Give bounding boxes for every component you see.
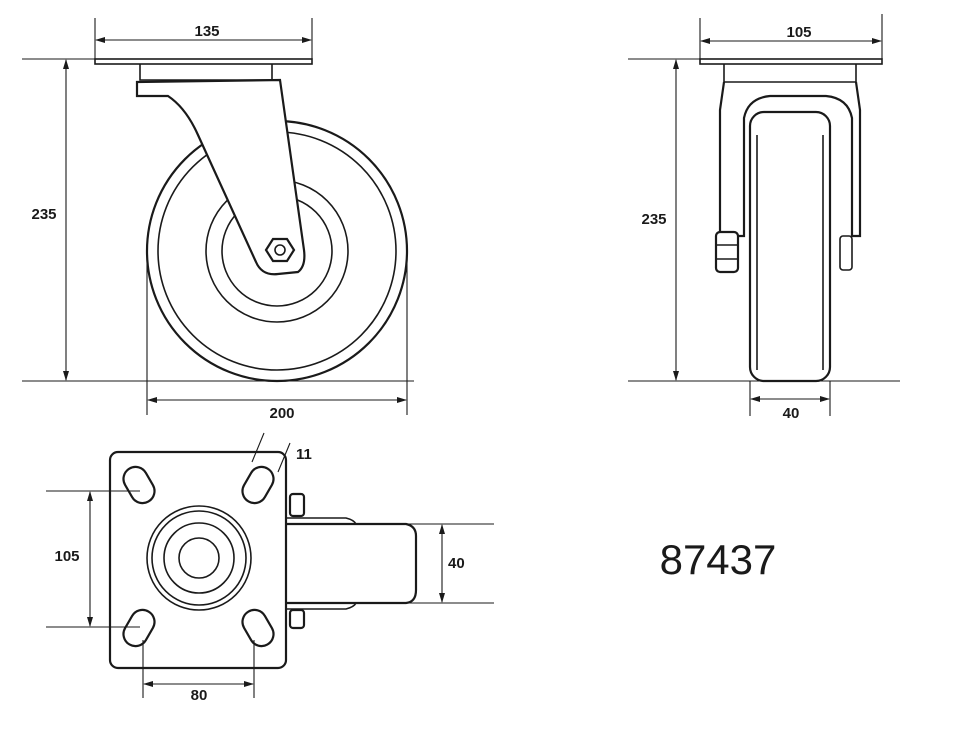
front-wheel [748, 110, 832, 383]
top-slot-top-right [241, 465, 275, 505]
top-mounting-plate [108, 450, 288, 670]
dim-front-height: 235 [641, 211, 666, 228]
front-view: 105 235 40 [628, 14, 900, 422]
top-slot-bottom-left [122, 608, 156, 648]
front-top-plate [699, 58, 883, 65]
dim-top-wheel-width: 40 [448, 555, 465, 572]
dim-side-wheel-diameter: 200 [269, 405, 294, 422]
front-axle-nut-left [714, 230, 740, 274]
side-axle-nut [264, 237, 296, 263]
side-fork-leg [135, 78, 306, 276]
side-top-plate [94, 58, 313, 65]
dim-top-slot-width: 11 [296, 446, 312, 463]
top-hub-inner [178, 537, 220, 579]
dim-side-height: 235 [31, 206, 56, 223]
model-number: 87437 [660, 536, 777, 583]
dim-front-plate-width: 105 [786, 24, 811, 41]
top-view: 11 105 80 40 [46, 432, 494, 704]
dim-front-wheel-width: 40 [783, 405, 800, 422]
dim-side-plate-width: 135 [194, 23, 219, 40]
top-slot-bottom-right [241, 608, 275, 648]
side-swivel-housing [139, 64, 273, 81]
top-wheel-outline [286, 522, 418, 605]
front-axle-nut-right [839, 235, 853, 271]
dim-top-hole-spacing-vertical: 105 [54, 548, 79, 565]
top-hub-outer [146, 505, 252, 611]
side-view: 135 235 200 [22, 18, 414, 422]
front-fork [718, 81, 862, 238]
dim-top-hole-spacing-horizontal: 80 [191, 687, 208, 704]
